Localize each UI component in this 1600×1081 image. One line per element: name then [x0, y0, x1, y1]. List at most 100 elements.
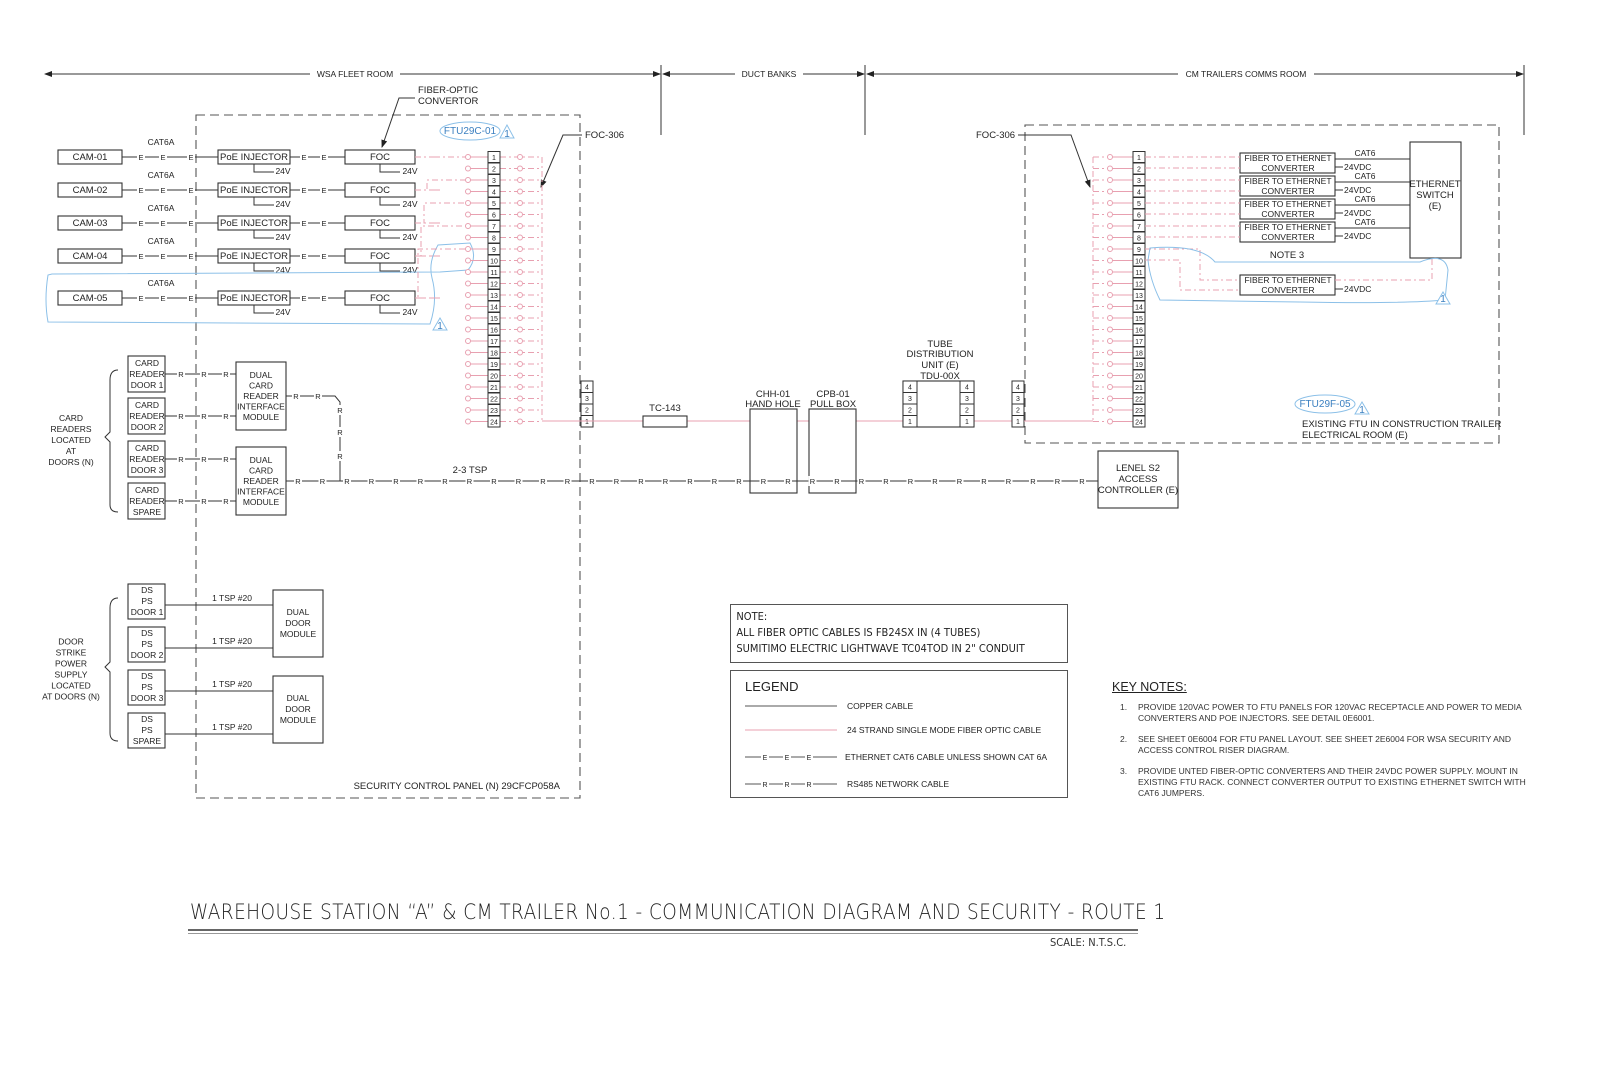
- card-reader-label: DOOR 3: [131, 465, 164, 475]
- rs485-marker-bg: [955, 476, 964, 486]
- fiber-port-number: 15: [1135, 316, 1143, 323]
- rs485-marker-bg: [222, 454, 230, 464]
- ftu-cloud-left: FTU29C-01 1: [439, 121, 515, 141]
- fiber-port-number: 13: [1135, 293, 1143, 300]
- rs485-marker-bg: [612, 476, 621, 486]
- ethernet-marker-bg: [137, 251, 145, 261]
- ethernet-marker-bg: [137, 293, 145, 303]
- tdu-port: [902, 415, 918, 428]
- poe-injector-label: PoE INJECTOR: [220, 185, 288, 196]
- fiber-port: 9: [465, 243, 542, 255]
- camera-name: CAM-04: [73, 251, 108, 262]
- tc-143-box: [642, 415, 688, 428]
- security-control-panel-label: SECURITY CONTROL PANEL (N) 29CFCP058A: [354, 781, 561, 792]
- fiber-port: 6: [465, 208, 542, 221]
- fiber-port: 21: [1093, 381, 1146, 393]
- rs485-marker: R: [565, 477, 571, 486]
- converter-power: 24VDC: [1344, 185, 1371, 195]
- fiber-port: 10: [465, 254, 542, 267]
- zone-label-wsa: WSA FLEET ROOM: [317, 69, 393, 79]
- cable-type-label: CAT6A: [148, 236, 175, 246]
- interface-module-label: DUAL: [250, 370, 273, 380]
- rs485-marker: R: [201, 497, 207, 506]
- ethernet-marker-bg: [159, 152, 167, 162]
- rs485-marker-bg: [514, 476, 523, 486]
- fiber-port-number: 18: [1135, 351, 1143, 358]
- card-reader-label: DOOR 1: [131, 380, 164, 390]
- rs485-marker-bg: [833, 476, 841, 486]
- rs485-marker-bg: [808, 476, 817, 486]
- converter-cable: CAT6: [1354, 148, 1375, 158]
- fiber-port-number: 18: [490, 351, 498, 358]
- fiber-port-number: 6: [1137, 213, 1141, 220]
- fiber-port-number: 1: [492, 155, 496, 162]
- cable-type-label: CAT6A: [148, 203, 175, 213]
- rs485-trunk-label: 2-3 TSP: [453, 465, 488, 476]
- fiber-port-number: 6: [492, 213, 496, 220]
- existing-ftu-boundary: [1024, 124, 1500, 444]
- ethernet-marker: E: [138, 294, 143, 303]
- door-strike-bracket: [104, 597, 119, 742]
- tube-port-number: 3: [1016, 396, 1020, 403]
- drawing-scale: SCALE: N.T.S.C.: [1050, 936, 1127, 949]
- fiber-port-number: 22: [1135, 397, 1143, 404]
- rs485-marker-bg: [200, 496, 208, 506]
- fiber-port-number: 21: [1135, 385, 1143, 392]
- foc-label: FOC: [370, 218, 390, 229]
- fiber-port: 4: [465, 185, 542, 198]
- fiber-port: 7: [1093, 220, 1146, 232]
- ethernet-marker-bg: [320, 293, 328, 303]
- tdu-label: DISTRIBUTION: [906, 349, 973, 360]
- dual-door-module-label: DOOR: [285, 618, 311, 628]
- interface-module-label: INTERFACE: [237, 487, 285, 497]
- rs485-marker-bg: [539, 476, 547, 486]
- poe-injector-label: PoE INJECTOR: [220, 293, 288, 304]
- dual-door-module-label: DUAL: [287, 607, 310, 617]
- door-strike-label: PS: [141, 639, 153, 649]
- ethernet-marker-bg: [187, 185, 195, 195]
- fiber-port: 12: [1093, 277, 1146, 290]
- fiber-port: 2: [1093, 162, 1146, 175]
- fiber-port: 22: [1093, 392, 1146, 405]
- rs485-marker: R: [178, 412, 184, 421]
- fiber-port: 2: [465, 162, 542, 175]
- ethernet-marker-bg: [300, 293, 308, 303]
- ethernet-marker-bg: [159, 251, 167, 261]
- fiber-port-number: 8: [492, 236, 496, 243]
- power-label: 24V: [275, 265, 290, 275]
- rs485-marker-bg: [980, 476, 988, 486]
- tdu-port-number: 1: [908, 419, 912, 426]
- tdu-port-number: 2: [965, 408, 969, 415]
- fiber-port-number: 14: [1135, 305, 1143, 312]
- ethernet-marker: E: [138, 219, 143, 228]
- rs485-marker: R: [442, 477, 448, 486]
- ethernet-marker-bg: [187, 218, 195, 228]
- fiber-port-number: 14: [490, 305, 498, 312]
- rs485-marker-bg: [177, 496, 185, 506]
- rs485-marker-bg: [906, 476, 915, 486]
- rs485-marker: R: [223, 455, 229, 464]
- svg-text:R: R: [784, 782, 789, 789]
- fiber-port: 22: [465, 392, 542, 405]
- fiber-port-number: 10: [1135, 259, 1143, 266]
- revision-triangle: [432, 317, 448, 331]
- ethernet-marker: E: [160, 186, 165, 195]
- rs485-marker: R: [1055, 477, 1061, 486]
- ethernet-marker-bg: [300, 152, 308, 162]
- revision-cloud-cam05: [45, 242, 474, 325]
- ethernet-marker: E: [321, 186, 326, 195]
- rs485-marker-bg: [314, 391, 322, 401]
- fiber-port-box: [1132, 415, 1146, 428]
- ethernet-marker-bg: [187, 152, 195, 162]
- tdu-port-number: 3: [908, 396, 912, 403]
- fiber-port: 1: [1093, 151, 1146, 163]
- card-reader-label: CARD: [135, 485, 159, 495]
- rs485-marker: R: [614, 477, 620, 486]
- fiber-port: 1: [465, 151, 542, 163]
- interface-module-label: READER: [243, 476, 278, 486]
